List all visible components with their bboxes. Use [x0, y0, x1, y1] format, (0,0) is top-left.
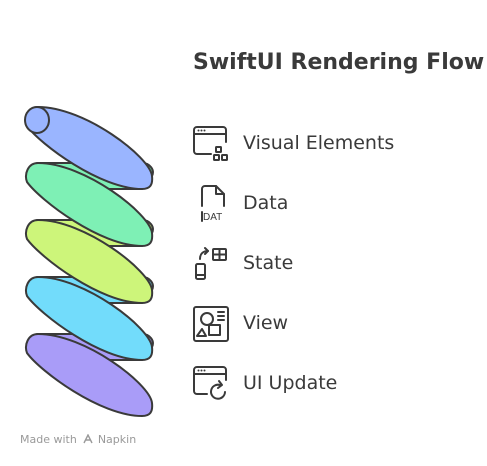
step-ui-update: UI Update	[189, 362, 479, 406]
napkin-brand: Napkin	[97, 433, 137, 446]
ui-update-icon	[193, 366, 227, 400]
step-label: Visual Elements	[243, 132, 395, 154]
spring-band	[25, 333, 154, 417]
data-icon-text: DAT	[203, 212, 222, 223]
step-label: View	[243, 312, 289, 334]
view-diagram-icon	[193, 306, 229, 342]
step-state: State	[189, 242, 479, 286]
napkin-logo-icon	[83, 434, 93, 444]
diagram-title: SwiftUI Rendering Flow	[193, 50, 485, 75]
step-view: View	[189, 302, 479, 346]
made-with-text: Made with	[20, 433, 77, 446]
step-label: Data	[243, 192, 289, 214]
spring-end-cap	[24, 106, 50, 134]
spring-band	[25, 219, 154, 304]
step-label: UI Update	[243, 372, 338, 394]
footer-credit: Made with Napkin	[20, 433, 136, 446]
state-sync-icon	[195, 247, 227, 280]
spring-band	[25, 276, 154, 361]
step-label: State	[243, 252, 294, 274]
data-file-icon: DAT	[201, 185, 225, 223]
step-visual-elements: Visual Elements	[189, 122, 479, 166]
step-data: DAT Data	[189, 182, 479, 226]
spring-band	[25, 162, 154, 247]
visual-elements-icon	[193, 126, 228, 161]
